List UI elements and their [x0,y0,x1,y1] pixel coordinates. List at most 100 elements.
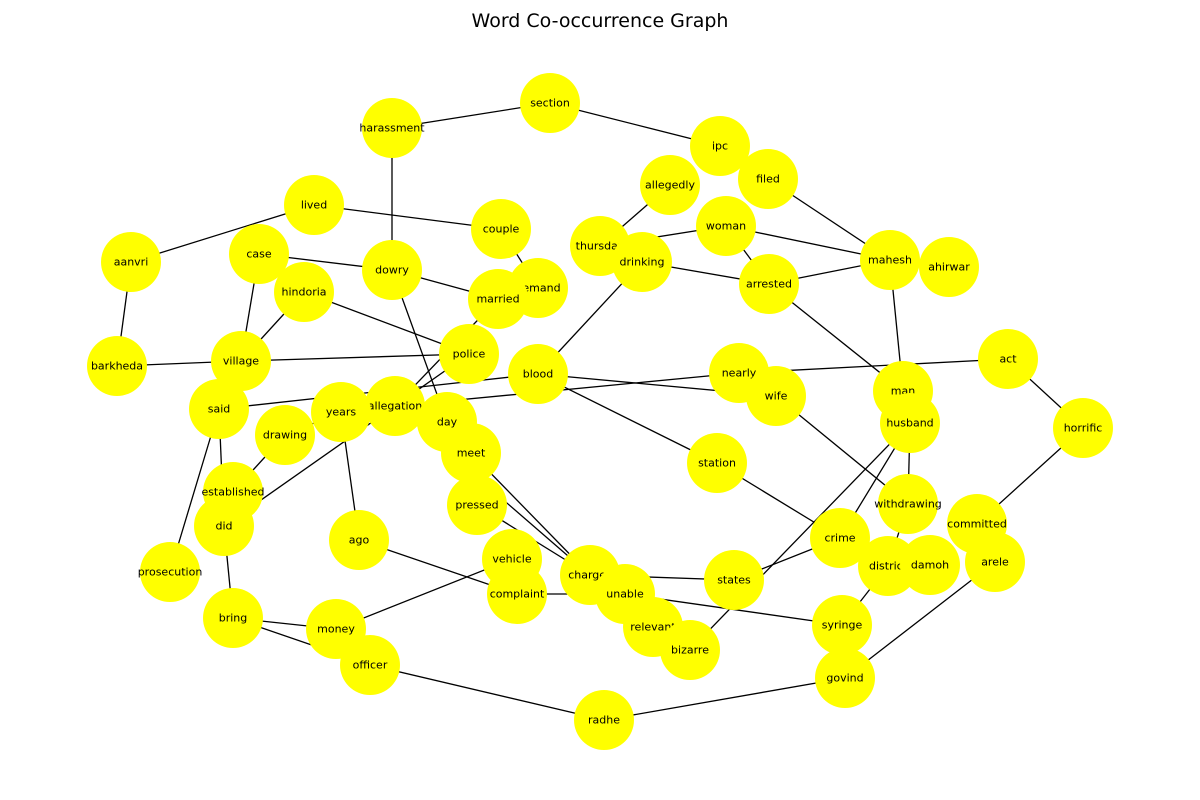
edge-bizarre-husband [689,422,911,651]
node-drawing: drawing [255,405,315,465]
node-label: ipc [712,140,728,153]
node-label: arele [981,556,1009,569]
edge-layer [116,102,1084,721]
node-circle [858,536,918,596]
node-label: dowry [375,264,409,277]
node-circle [1053,398,1113,458]
node-circle [690,116,750,176]
edge-officer-radhe [369,664,605,721]
node-drinking: drinking [612,232,672,292]
node-circle [696,196,756,256]
node-circle [574,690,634,750]
node-label: barkheda [91,360,143,373]
node-allegation: allegation [365,376,425,436]
node-label: damoh [911,559,949,572]
edge-lived-couple [313,204,502,230]
node-circle [255,405,315,465]
node-govind: govind [815,648,875,708]
node-case: case [229,224,289,284]
node-station: station [687,433,747,493]
node-label: years [326,406,357,419]
node-circle [284,175,344,235]
node-crime: crime [810,508,870,568]
node-circle [660,620,720,680]
node-circle [203,588,263,648]
node-years: years [311,382,371,442]
node-withdrawing: withdrawing [874,474,942,534]
node-circle [441,423,501,483]
node-bizarre: bizarre [660,620,720,680]
edge-village-police [240,353,470,362]
node-label: mahesh [868,254,912,267]
node-circle [340,635,400,695]
node-arrested: arrested [739,254,799,314]
node-label: drawing [263,429,307,442]
node-label: money [317,623,355,636]
node-circle [471,199,531,259]
node-label: did [215,520,232,533]
node-village: village [211,331,271,391]
node-circle [468,269,528,329]
node-woman: woman [696,196,756,256]
node-label: station [698,457,736,470]
node-label: complaint [490,588,545,601]
node-wife: wife [746,366,806,426]
node-label: allegedly [645,179,695,192]
node-label: filed [756,173,780,186]
node-circle [447,475,507,535]
node-label: officer [353,659,388,672]
node-label: ahirwar [928,261,970,274]
node-circle [640,155,700,215]
node-circle [739,254,799,314]
node-couple: couple [471,199,531,259]
node-label: said [208,403,231,416]
node-harassment: harassment [359,98,425,158]
node-label: blood [523,368,553,381]
node-circle [810,508,870,568]
node-label: drinking [620,256,665,269]
node-circle [487,564,547,624]
node-label: police [453,348,486,361]
node-label: committed [947,518,1007,531]
node-said: said [189,379,249,439]
node-pressed: pressed [447,475,507,535]
node-circle [439,324,499,384]
node-label: syringe [822,619,863,632]
node-circle [860,230,920,290]
node-label: case [246,248,272,261]
node-label: section [530,97,570,110]
node-husband: husband [880,393,940,453]
node-circle [101,232,161,292]
node-circle [520,73,580,133]
node-circle [274,262,334,322]
node-label: married [476,293,519,306]
node-label: withdrawing [874,498,942,511]
node-arele: arele [965,532,1025,592]
node-bring: bring [203,588,263,648]
node-ahirwar: ahirwar [919,237,979,297]
node-circle [612,232,672,292]
node-circle [978,329,1038,389]
node-district: district [858,536,918,596]
node-label: govind [826,672,863,685]
node-blood: blood [508,344,568,404]
node-horrific: horrific [1053,398,1113,458]
node-label: horrific [1064,422,1103,435]
node-allegedly: allegedly [640,155,700,215]
node-circle [140,542,200,602]
node-radhe: radhe [574,690,634,750]
node-label: district [869,560,908,573]
node-circle [900,535,960,595]
node-act: act [978,329,1038,389]
node-circle [878,474,938,534]
node-complaint: complaint [487,564,547,624]
node-circle [738,149,798,209]
node-circle [919,237,979,297]
node-label: pressed [455,499,498,512]
node-circle [211,331,271,391]
node-label: act [999,353,1017,366]
node-label: village [223,355,259,368]
node-mahesh: mahesh [860,230,920,290]
